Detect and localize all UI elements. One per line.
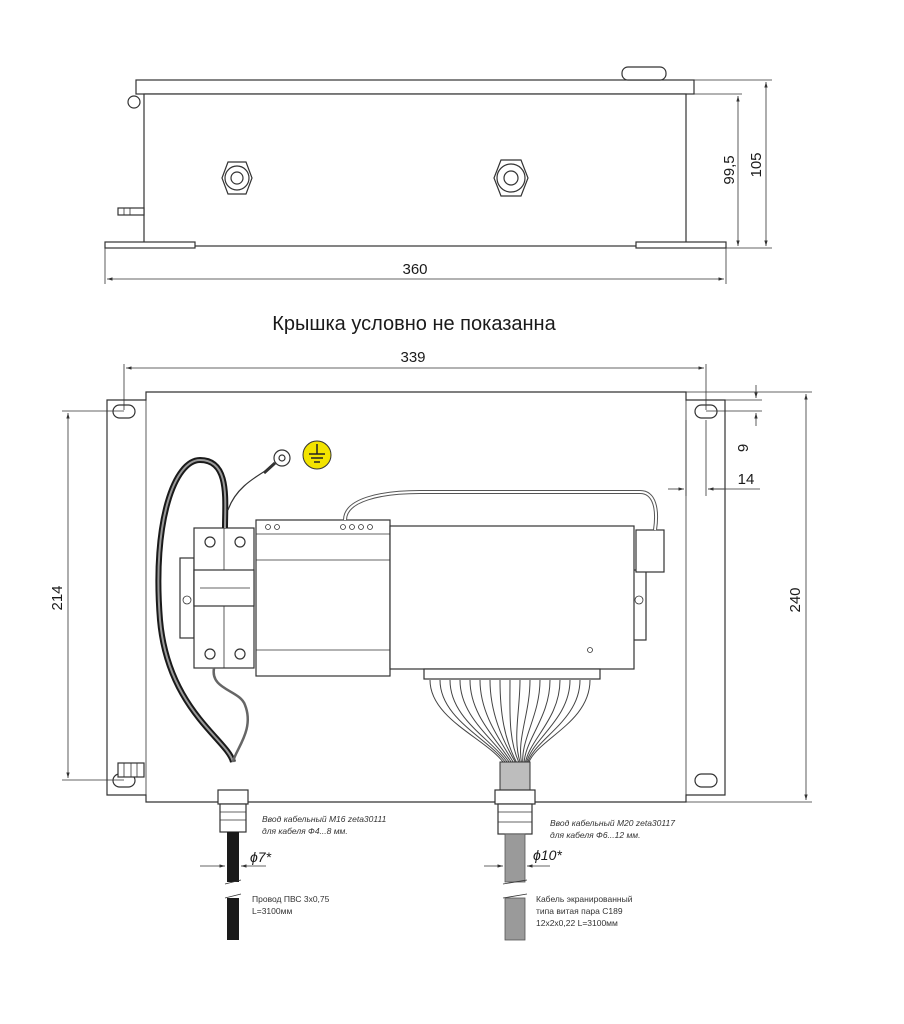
left-gland-diameter: ϕ7* [250,849,272,865]
dim-339: 339 [400,349,425,366]
hinge [127,95,141,109]
side-gland-left [221,161,253,195]
dim-105: 105 [748,152,765,177]
gland-m20 [494,789,536,835]
left-foot [104,241,196,249]
right-cable-label-1: Кабель экранированный [536,894,633,904]
controller-module [389,525,665,680]
dim-99-5: 99,5 [721,155,738,184]
lid [135,79,695,95]
slot-br [694,773,718,788]
dim-240-group: 240 [686,391,812,803]
terminal-blocks [193,527,255,669]
left-cable-label-2: L=3100мм [252,906,292,916]
ext-cable-left [227,832,239,882]
left-cable-label-1: Провод ПВС 3х0,75 [252,894,330,904]
right-foot [635,241,727,249]
side-gland-right [493,159,529,197]
dim-240: 240 [787,587,804,612]
power-supply [255,519,391,677]
left-gland-label-1: Ввод кабельный M16 zeta30111 [262,814,387,824]
right-gland-label-1: Ввод кабельный M20 zeta30117 [550,818,675,828]
plan-view [106,391,726,941]
side-view: 360 99,5 105 [104,66,772,284]
dim-360: 360 [402,261,427,278]
ribbon-wires [429,679,591,766]
dim-14-group: 14 [668,420,760,496]
dim-9: 9 [735,444,752,452]
ring-terminal [262,449,291,475]
right-gland-diameter: ϕ10* [533,847,562,863]
lid-knob [621,66,667,81]
dim-14: 14 [738,471,755,488]
right-cable-label-2: типа витая пара С189 [536,906,623,916]
ext-cable-right [504,833,526,883]
right-cable-label-3: 12х2х0,22 L=3100мм [536,918,618,928]
right-gland-notes: Ввод кабельный M20 zeta30117 для кабеля … [484,818,675,928]
dim-214: 214 [49,585,66,610]
ground-terminal [117,762,145,778]
dim-339-group: 339 [123,349,707,410]
gland-m16 [217,789,249,833]
caption: Крышка условно не показанна [272,313,556,335]
ground-icon [302,440,332,470]
right-gland-label-2: для кабеля Ф6...12 мм. [550,830,640,840]
left-gland-label-2: для кабеля Ф4...8 мм. [262,826,348,836]
left-gland-notes: Ввод кабельный M16 zeta30111 для кабеля … [200,814,387,916]
dim-214-group: 214 [49,410,124,781]
dim-9-group: 9 [706,385,762,452]
ground-stud [117,207,145,216]
